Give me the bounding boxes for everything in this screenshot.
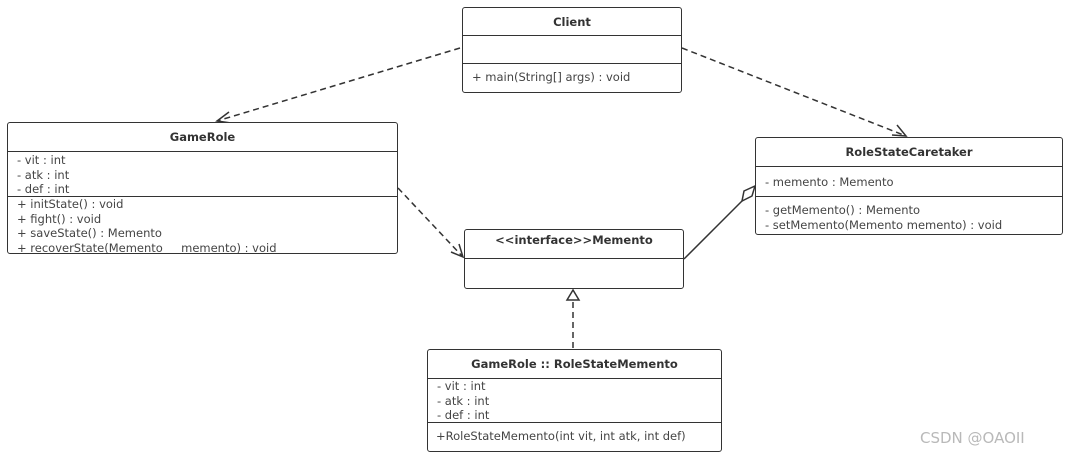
method: + initState() : void [17, 197, 124, 211]
class-name: GameRole :: RoleStateMemento [428, 350, 721, 379]
arrowhead-caretaker [891, 124, 908, 137]
attribute: - vit : int [437, 379, 486, 393]
class-name: GameRole [8, 123, 397, 152]
method: + recoverState(Memento memento) : void [17, 240, 277, 254]
attribute: - def : int [17, 182, 70, 196]
watermark: CSDN @OAOII [920, 429, 1025, 447]
attribute: - def : int [437, 408, 490, 422]
dependency-client-gamerole [216, 47, 461, 122]
dependency-gamerole-memento [397, 187, 464, 258]
method: + fight() : void [17, 211, 102, 226]
class-name: <<interface>>Memento [465, 230, 683, 259]
class-client[interactable]: Client + main(String[] args) : void [462, 7, 682, 93]
method: + main(String[] args) : void [472, 70, 631, 84]
aggregation-caretaker-memento [683, 200, 743, 260]
attributes-section: - vit : int - atk : int - def : int [8, 152, 397, 197]
aggregation-diamond [740, 184, 757, 203]
attributes-section: - vit : int - atk : int - def : int [428, 379, 721, 423]
attribute: - atk : int [17, 167, 70, 182]
realization-triangle [565, 288, 581, 301]
method: +RoleStateMemento(int vit, int atk, int … [436, 429, 686, 443]
attribute: - vit : int [17, 153, 66, 167]
class-name: Client [463, 8, 681, 36]
method: - getMemento() : Memento [765, 203, 921, 217]
method: - setMemento(Memento memento) : void [765, 217, 1003, 232]
interface-memento[interactable]: <<interface>>Memento [464, 229, 684, 289]
class-name: RoleStateCaretaker [756, 138, 1062, 167]
methods-section: - getMemento() : Memento - setMemento(Me… [756, 197, 1062, 232]
methods-section: + initState() : void + fight() : void + … [8, 197, 397, 253]
class-rolestatememento[interactable]: GameRole :: RoleStateMemento - vit : int… [427, 349, 722, 452]
dependency-client-caretaker [681, 47, 907, 137]
attribute: - atk : int [437, 393, 490, 408]
arrowhead-memento [450, 243, 465, 259]
class-rolestatecaretaker[interactable]: RoleStateCaretaker - memento : Memento -… [755, 137, 1063, 235]
class-gamerole[interactable]: GameRole - vit : int - atk : int - def :… [7, 122, 398, 254]
attributes-section: - memento : Memento [756, 167, 1062, 197]
attribute: - memento : Memento [765, 175, 894, 189]
method: + saveState() : Memento [17, 226, 162, 240]
attributes-section [463, 36, 681, 64]
